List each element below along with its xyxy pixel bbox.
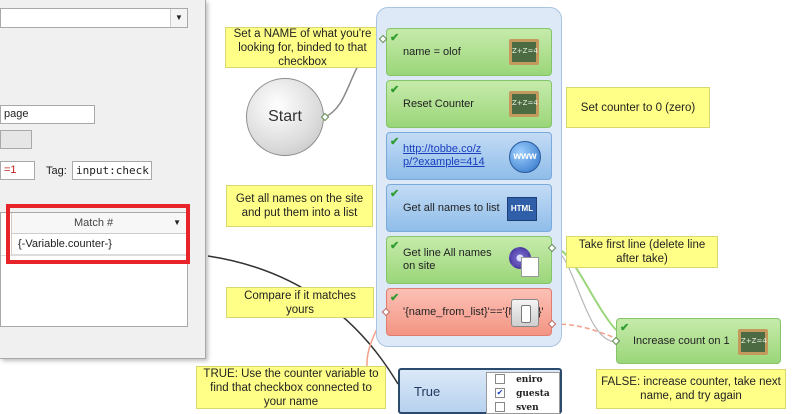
check-icon: ✔ <box>390 292 400 304</box>
note-take[interactable]: Take first line (delete line after take) <box>566 236 718 268</box>
tag-label: Tag: <box>46 165 67 177</box>
true-node-label: True <box>414 384 441 399</box>
properties-dialog: ▼ page =1 Tag: input:check Match # ▼ {-V… <box>0 0 206 359</box>
match-grid: Match # ▼ {-Variable.counter-} <box>0 212 189 327</box>
check-icon: ✔ <box>390 136 400 148</box>
check-icon: ✔ <box>390 240 400 252</box>
grid-header-label: Match # <box>74 217 114 229</box>
step-compare[interactable]: ✔ '{name_from_list}'=='{Name}' <box>386 288 552 336</box>
note-name[interactable]: Set a NAME of what you're looking for, b… <box>225 27 380 68</box>
note-reset[interactable]: Set counter to 0 (zero) <box>566 87 710 128</box>
chalkboard-icon: Z+Z=4 <box>509 91 539 117</box>
step-name[interactable]: ✔ name = olof Z+Z=4 <box>386 28 552 76</box>
step-get-line-label: Get line All names on site <box>403 247 492 272</box>
checkbox[interactable] <box>495 374 505 385</box>
page-field[interactable]: page <box>0 105 95 124</box>
note-true[interactable]: TRUE: Use the counter variable to find t… <box>196 366 386 409</box>
chalkboard-icon: Z+Z=4 <box>738 329 768 355</box>
step-reset-label: Reset Counter <box>403 97 474 110</box>
list-item-text: guesta <box>516 389 550 399</box>
checkbox-checked[interactable]: ✔ <box>495 388 505 399</box>
page-field-value: page <box>4 108 29 120</box>
chevron-down-icon[interactable]: ▼ <box>173 218 181 227</box>
note-false[interactable]: FALSE: increase counter, take next name,… <box>596 369 786 409</box>
note-compare-text: Compare if it matches yours <box>244 289 356 316</box>
note-false-text: FALSE: increase counter, take next name,… <box>601 376 781 402</box>
checkbox[interactable] <box>495 402 505 413</box>
step-increase-label: Increase count on 1 <box>633 334 730 347</box>
html-icon: HTML <box>507 197 537 221</box>
globe-icon: www <box>509 141 541 173</box>
gear-icon <box>509 247 539 277</box>
list-item[interactable]: sven <box>495 401 539 413</box>
grid-cell: {-Variable.counter-} <box>18 238 112 250</box>
checkbox-list[interactable]: eniro ✔ guesta sven <box>486 372 560 414</box>
true-node[interactable]: True eniro ✔ guesta sven <box>398 368 562 414</box>
start-label: Start <box>268 108 302 125</box>
step-increase-count[interactable]: ✔ Increase count on 1 Z+Z=4 <box>616 318 781 364</box>
check-icon: ✔ <box>390 188 400 200</box>
note-get-names[interactable]: Get all names on the site and put them i… <box>226 185 373 227</box>
tag-field-value: input:check <box>76 164 149 177</box>
note-reset-text: Set counter to 0 (zero) <box>580 101 696 114</box>
chevron-down-icon[interactable]: ▼ <box>170 9 187 27</box>
check-icon: ✔ <box>390 84 400 96</box>
dropdown-field[interactable]: ▼ <box>0 8 188 28</box>
chalkboard-icon: Z+Z=4 <box>509 39 539 65</box>
highlight-box <box>6 204 190 264</box>
counter-field[interactable]: =1 <box>0 161 35 180</box>
counter-field-value: =1 <box>4 164 17 176</box>
step-compare-label: '{name_from_list}'=='{Name}' <box>403 305 544 318</box>
step-reset-counter[interactable]: ✔ Reset Counter Z+Z=4 <box>386 80 552 128</box>
list-item-text: eniro <box>516 375 543 385</box>
start-node[interactable]: Start <box>246 78 324 156</box>
check-icon: ✔ <box>390 32 400 44</box>
step-name-label: name = olof <box>403 45 461 58</box>
grid-header[interactable]: Match # ▼ <box>11 213 187 234</box>
table-row[interactable]: {-Variable.counter-} <box>11 234 187 255</box>
step-navigate-url[interactable]: ✔ http://tobbe.co/zp/?example=414 www <box>386 132 552 180</box>
note-take-text: Take first line (delete line after take) <box>578 239 706 265</box>
switch-icon <box>511 299 539 327</box>
list-item[interactable]: ✔ guesta <box>495 387 550 400</box>
note-get-names-text: Get all names on the site and put them i… <box>235 193 364 219</box>
false-connector <box>552 323 617 339</box>
step-get-all-names[interactable]: ✔ Get all names to list HTML <box>386 184 552 232</box>
step-url-link[interactable]: http://tobbe.co/zp/?example=414 <box>403 143 485 168</box>
note-name-text: Set a NAME of what you're looking for, b… <box>233 27 372 68</box>
small-button[interactable] <box>0 130 32 149</box>
note-compare[interactable]: Compare if it matches yours <box>226 287 374 318</box>
step-get-line[interactable]: ✔ Get line All names on site <box>386 236 552 284</box>
check-icon: ✔ <box>620 322 630 334</box>
tag-field[interactable]: input:check <box>72 161 152 180</box>
divider <box>1 255 189 256</box>
grid-to-true-connector <box>207 255 399 385</box>
list-item[interactable]: eniro <box>495 373 543 386</box>
list-item-text: sven <box>516 403 539 413</box>
note-true-text: TRUE: Use the counter variable to find t… <box>203 367 379 408</box>
step-get-all-label: Get all names to list <box>403 201 500 214</box>
